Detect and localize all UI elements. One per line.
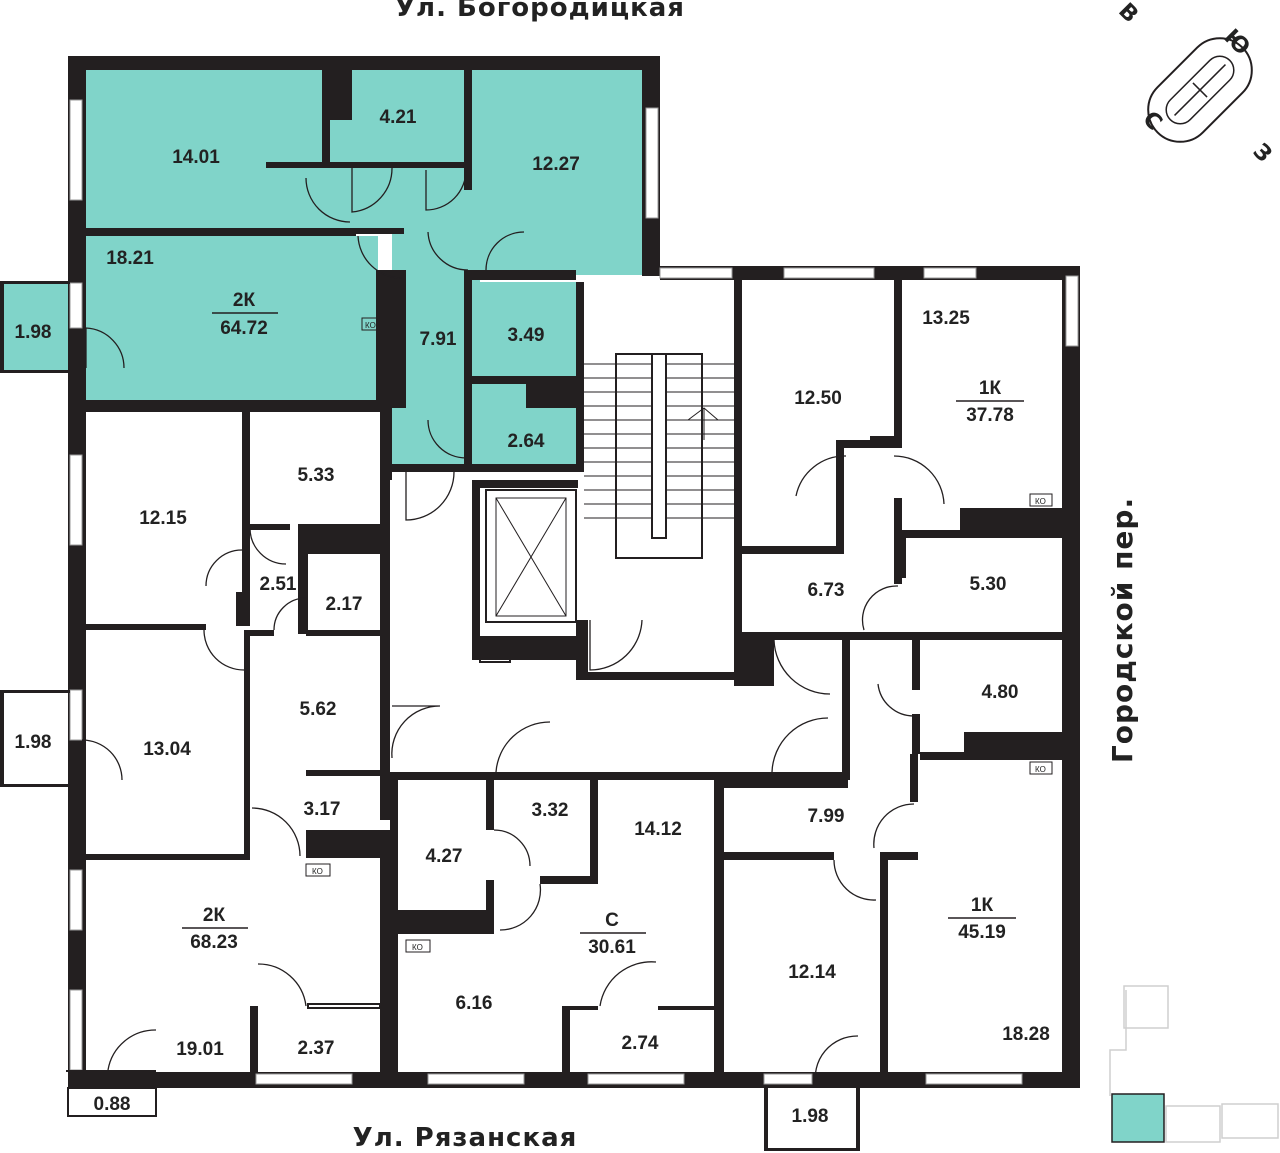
room-area: 4.21 (380, 107, 417, 128)
room-area: 14.12 (634, 819, 682, 840)
room-area: 19.01 (176, 1039, 224, 1060)
compass-label-s: З (1248, 139, 1277, 168)
compass-label-n: В (1113, 0, 1143, 29)
ko-label: КО (412, 943, 423, 952)
room-area: 1.98 (15, 322, 52, 343)
apartment-type: С (605, 910, 619, 931)
room-area: 13.04 (143, 739, 191, 760)
apartment-total-area: 30.61 (588, 937, 636, 958)
room-area: 12.15 (139, 508, 187, 529)
apartment-se-1k-label: 1К 45.19 (948, 895, 1016, 943)
compass-rose: В Ю З С (1113, 0, 1277, 168)
ko-label: КО (312, 867, 323, 876)
room-area: 2.37 (298, 1038, 335, 1059)
apartment-sw-2k-label: 2К 68.23 (182, 905, 248, 953)
street-east-label: Городской пер. (1106, 497, 1139, 763)
apartment-total-area: 45.19 (958, 922, 1006, 943)
apartment-type: 1К (979, 378, 1002, 399)
room-area: 2.64 (508, 431, 545, 452)
interior-walls (0, 70, 1062, 1151)
room-area: 4.80 (982, 682, 1019, 703)
elevator (479, 489, 577, 663)
ko-label: КО (365, 321, 376, 330)
apartment-ne-1k-label: 1К 37.78 (956, 378, 1024, 426)
room-area: 12.50 (794, 388, 842, 409)
street-south-label: Ул. Рязанская (353, 1123, 578, 1153)
apartment-total-area: 37.78 (966, 405, 1014, 426)
apartment-total-area: 68.23 (190, 932, 238, 953)
room-area: 2.51 (260, 574, 297, 595)
room-area: 3.49 (508, 325, 545, 346)
room-area: 3.17 (304, 799, 341, 820)
ko-label: КО (1035, 765, 1046, 774)
room-area: 7.99 (808, 806, 845, 827)
room-area: 5.62 (300, 699, 337, 720)
room-area: 2.74 (622, 1033, 659, 1054)
room-area: 2.17 (326, 594, 363, 615)
site-minimap (1109, 985, 1279, 1143)
room-area: 6.16 (456, 993, 493, 1014)
room-area: 12.27 (532, 154, 580, 175)
apartment-type: 2К (203, 905, 226, 926)
apartment-total-area: 64.72 (220, 318, 268, 339)
room-area: 13.25 (922, 308, 970, 329)
apartment-type: 1К (971, 895, 994, 916)
doors (81, 167, 945, 1087)
compass-label-e: Ю (1219, 25, 1256, 62)
room-area: 1.98 (792, 1106, 829, 1127)
room-area: 12.14 (788, 962, 836, 983)
compass-label-w: С (1137, 107, 1167, 137)
room-area: 5.30 (970, 574, 1007, 595)
room-area-labels: 14.01 4.21 12.27 18.21 1.98 7.91 3.49 2.… (15, 107, 1050, 1127)
apartment-teal-2k-label: 2К 64.72 (212, 290, 278, 339)
ko-label: КО (1035, 497, 1046, 506)
room-area: 18.21 (106, 248, 154, 269)
room-area: 1.98 (15, 732, 52, 753)
room-area: 14.01 (172, 147, 220, 168)
apartment-type: 2К (233, 290, 256, 311)
apartment-center-studio-label: С 30.61 (580, 910, 646, 958)
room-area: 4.27 (426, 846, 463, 867)
room-area: 6.73 (808, 580, 845, 601)
street-north-label: Ул. Богородицкая (395, 0, 685, 23)
room-area: 7.91 (420, 329, 457, 350)
room-area: 0.88 (94, 1094, 131, 1115)
room-area: 3.32 (532, 800, 569, 821)
windows (69, 99, 1079, 1085)
highlighted-apartment-2k[interactable] (2, 70, 642, 464)
stairwell (584, 353, 734, 559)
room-area: 5.33 (298, 465, 335, 486)
room-area: 18.28 (1002, 1024, 1050, 1045)
ko-markers: КО КО КО КО КО (305, 317, 1053, 953)
balconies (67, 1003, 381, 1117)
